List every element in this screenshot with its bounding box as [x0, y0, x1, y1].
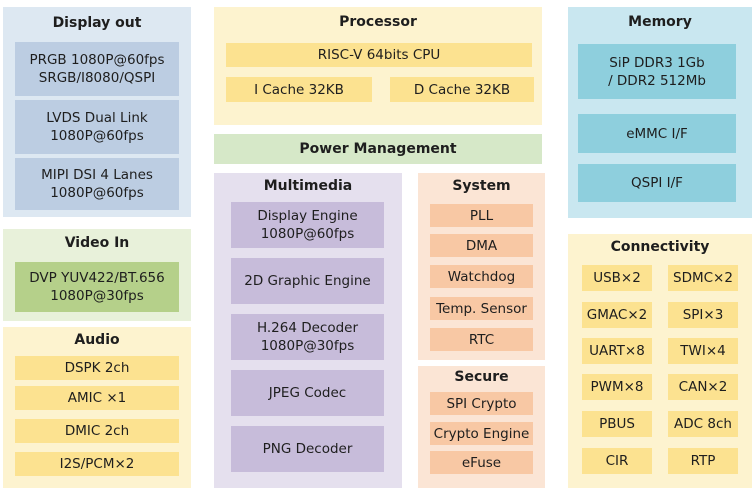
- dcache-block: D Cache 32KB: [390, 77, 534, 102]
- memory-panel: Memory SiP DDR3 1Gb / DDR2 512Mb eMMC I/…: [568, 7, 752, 218]
- audio-block: DMIC 2ch: [15, 419, 179, 443]
- multimedia-block: Display Engine 1080P@60fps: [231, 202, 384, 248]
- display-out-block: MIPI DSI 4 Lanes 1080P@60fps: [15, 158, 179, 210]
- connectivity-panel: Connectivity USB×2 SDMC×2 GMAC×2 SPI×3 U…: [568, 234, 752, 488]
- connectivity-block: PWM×8: [582, 374, 652, 400]
- power-management-block: Power Management: [214, 134, 542, 164]
- processor-title: Processor: [339, 14, 417, 30]
- secure-panel: Secure SPI Crypto Crypto Engine eFuse: [418, 366, 545, 488]
- memory-block: eMMC I/F: [578, 114, 736, 153]
- connectivity-block: SDMC×2: [668, 265, 738, 291]
- system-block: RTC: [430, 328, 533, 351]
- connectivity-block: PBUS: [582, 411, 652, 437]
- audio-block: AMIC ×1: [15, 386, 179, 410]
- display-out-title: Display out: [52, 15, 142, 31]
- system-block: PLL: [430, 204, 533, 227]
- connectivity-title: Connectivity: [610, 239, 710, 255]
- connectivity-block: GMAC×2: [582, 302, 652, 328]
- video-in-panel: Video In DVP YUV422/BT.656 1080P@30fps: [3, 229, 191, 321]
- connectivity-block: CAN×2: [668, 374, 738, 400]
- system-block: Temp. Sensor: [430, 297, 533, 320]
- secure-block: SPI Crypto: [430, 392, 533, 415]
- audio-panel: Audio DSPK 2ch AMIC ×1 DMIC 2ch I2S/PCM×…: [3, 327, 191, 488]
- audio-block: DSPK 2ch: [15, 356, 179, 380]
- multimedia-block: PNG Decoder: [231, 426, 384, 472]
- secure-block: eFuse: [430, 451, 533, 474]
- display-out-block: PRGB 1080P@60fps SRGB/I8080/QSPI: [15, 42, 179, 96]
- multimedia-title: Multimedia: [263, 178, 353, 194]
- display-out-panel: Display out PRGB 1080P@60fps SRGB/I8080/…: [3, 7, 191, 217]
- secure-title: Secure: [454, 369, 509, 385]
- connectivity-block: TWI×4: [668, 338, 738, 364]
- audio-block: I2S/PCM×2: [15, 452, 179, 476]
- secure-block: Crypto Engine: [430, 422, 533, 445]
- memory-block: SiP DDR3 1Gb / DDR2 512Mb: [578, 44, 736, 99]
- connectivity-block: SPI×3: [668, 302, 738, 328]
- video-in-block: DVP YUV422/BT.656 1080P@30fps: [15, 262, 179, 312]
- multimedia-block: 2D Graphic Engine: [231, 258, 384, 304]
- connectivity-block: USB×2: [582, 265, 652, 291]
- connectivity-block: CIR: [582, 448, 652, 474]
- system-panel: System PLL DMA Watchdog Temp. Sensor RTC: [418, 173, 545, 360]
- icache-block: I Cache 32KB: [226, 77, 372, 102]
- memory-block: QSPI I/F: [578, 164, 736, 202]
- connectivity-block: UART×8: [582, 338, 652, 364]
- multimedia-block: JPEG Codec: [231, 370, 384, 416]
- multimedia-block: H.264 Decoder 1080P@30fps: [231, 314, 384, 360]
- video-in-title: Video In: [64, 235, 130, 251]
- processor-panel: Processor RISC-V 64bits CPU I Cache 32KB…: [214, 7, 542, 125]
- display-out-block: LVDS Dual Link 1080P@60fps: [15, 100, 179, 154]
- system-block: Watchdog: [430, 265, 533, 288]
- audio-title: Audio: [74, 332, 120, 348]
- system-block: DMA: [430, 234, 533, 257]
- system-title: System: [452, 178, 511, 194]
- connectivity-block: RTP: [668, 448, 738, 474]
- cpu-block: RISC-V 64bits CPU: [226, 43, 532, 67]
- memory-title: Memory: [628, 14, 692, 30]
- connectivity-block: ADC 8ch: [668, 411, 738, 437]
- multimedia-panel: Multimedia Display Engine 1080P@60fps 2D…: [214, 173, 402, 488]
